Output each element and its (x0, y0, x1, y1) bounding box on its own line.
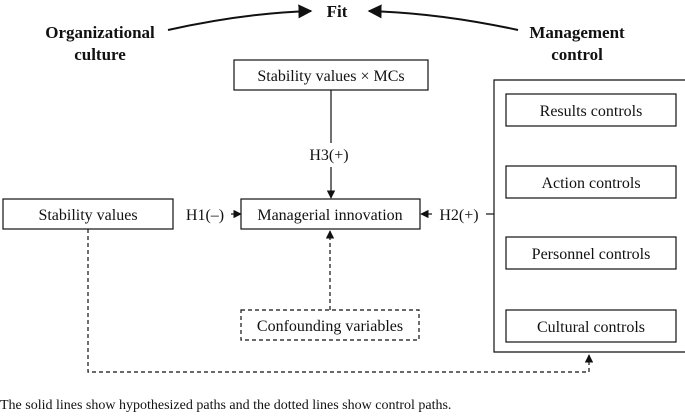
management-control-label-line2: control (551, 45, 603, 64)
stability-to-control-path (87, 229, 594, 373)
cultural-controls-box (505, 309, 677, 343)
managerial-innovation-box (240, 198, 421, 230)
action-controls-label: Action controls (541, 175, 640, 192)
h1-label: H1(–) (186, 207, 224, 224)
managerial-innovation-label: Managerial innovation (257, 207, 402, 224)
management-control-container (493, 79, 685, 353)
control-to-fit-arrow (367, 4, 519, 31)
results-controls-label: Results controls (540, 103, 643, 120)
stability-mcs-label: Stability values × MCs (257, 68, 404, 85)
stability-values-box (2, 198, 174, 230)
h3-label: H3(+) (309, 147, 348, 164)
management-control-label-line1: Management (529, 23, 625, 42)
stability-mcs-box (233, 59, 429, 91)
stability-values-label: Stability values (38, 207, 137, 224)
personnel-controls-box (505, 236, 677, 270)
h2-label: H2(+) (439, 207, 478, 224)
personnel-controls-label: Personnel controls (532, 246, 651, 263)
organizational-culture-label-line1: Organizational (45, 23, 155, 42)
action-controls-box (505, 165, 677, 199)
diagram-caption: The solid lines show hypothesized paths … (0, 398, 452, 413)
cultural-controls-label: Cultural controls (537, 319, 645, 336)
confounding-variables-box (240, 309, 420, 341)
organizational-culture-label-line2: culture (74, 45, 126, 64)
results-controls-box (505, 93, 677, 127)
culture-to-fit-arrow (167, 4, 313, 31)
fit-label: Fit (327, 2, 348, 21)
confounding-variables-label: Confounding variables (257, 318, 403, 335)
